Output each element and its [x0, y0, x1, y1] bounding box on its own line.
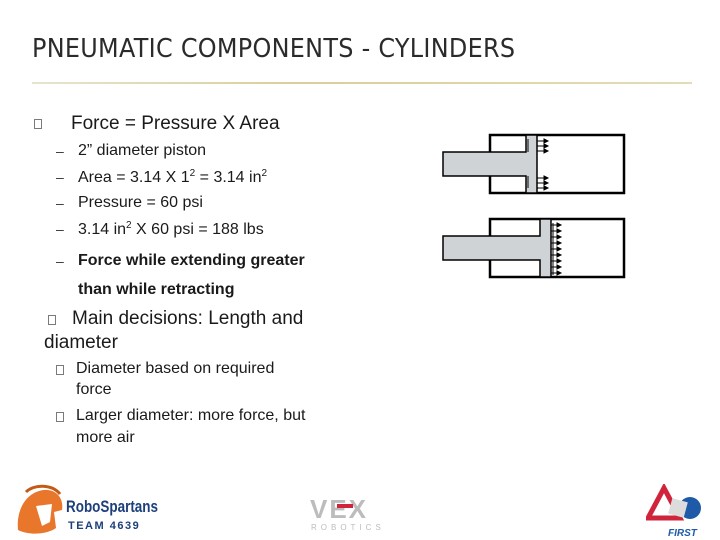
- vex-logo-text: VEX: [310, 494, 368, 524]
- dash-icon: –: [56, 169, 64, 185]
- bullet-box-icon: [48, 315, 56, 325]
- title-underline: [32, 82, 692, 84]
- dash-icon: –: [56, 143, 64, 159]
- sub-extending-line1: Force while extending greater: [78, 252, 305, 269]
- sup-exponent: 2: [126, 220, 132, 231]
- sub-piston-diameter: 2” diameter piston: [78, 142, 207, 159]
- sup-exponent: 2: [261, 168, 268, 179]
- bullet-box-icon: [56, 365, 64, 375]
- first-logo: FIRST: [646, 484, 701, 538]
- vex-red-bar: [337, 504, 353, 508]
- sub-force-result: 3.14 in2 X 60 psi = 188 lbs: [78, 220, 264, 239]
- bullet-main-decisions-line1: Main decisions: Length and: [72, 308, 304, 329]
- sub-diameter-line1: Diameter based on required: [76, 360, 275, 377]
- piston-rod-top: [442, 134, 538, 194]
- sub-larger-diameter-line1: Larger diameter: more force, but: [76, 407, 306, 424]
- sub-area-pre: Area = 3.14 X 1: [78, 169, 190, 186]
- robospartans-name: RoboSpartans: [66, 497, 158, 516]
- bullet-box-icon: [34, 119, 42, 129]
- dash-icon: –: [56, 195, 64, 211]
- sub-area: Area = 3.14 X 12 = 3.14 in2: [78, 168, 267, 187]
- sub-larger-diameter-line2: more air: [76, 429, 135, 446]
- sub-area-mid: = 3.14 in: [195, 169, 262, 186]
- sub-extending-line2: than while retracting: [78, 281, 235, 298]
- dash-icon: –: [56, 253, 64, 269]
- sub-diameter-line2: force: [76, 381, 112, 398]
- piston-rod-bottom: [442, 218, 552, 278]
- robospartans-team: TEAM 4639: [68, 520, 140, 532]
- sub-pressure: Pressure = 60 psi: [78, 194, 203, 211]
- robospartans-logo: RoboSpartans TEAM 4639: [17, 484, 158, 534]
- sup-exponent: 2: [189, 168, 196, 179]
- dash-icon: –: [56, 221, 64, 237]
- first-logo-text: FIRST: [668, 528, 698, 538]
- bullet-box-icon: [56, 412, 64, 422]
- vex-robotics-text: ROBOTICS: [311, 523, 385, 532]
- bullet-main-decisions-line2: diameter: [44, 332, 118, 353]
- vex-robotics-logo: VEX ROBOTICS: [310, 494, 385, 532]
- first-square-icon: [668, 498, 688, 518]
- air-arrows-top: [527, 138, 550, 191]
- air-arrows-bottom: [551, 222, 563, 276]
- sub-force-pre: 3.14 in: [78, 221, 127, 238]
- slide-title: PNEUMATIC COMPONENTS - CYLINDERS: [32, 34, 516, 64]
- sub-force-post: X 60 psi = 188 lbs: [131, 221, 264, 238]
- bullet-force-formula: Force = Pressure X Area: [71, 113, 280, 134]
- cylinder-diagram: [442, 133, 626, 279]
